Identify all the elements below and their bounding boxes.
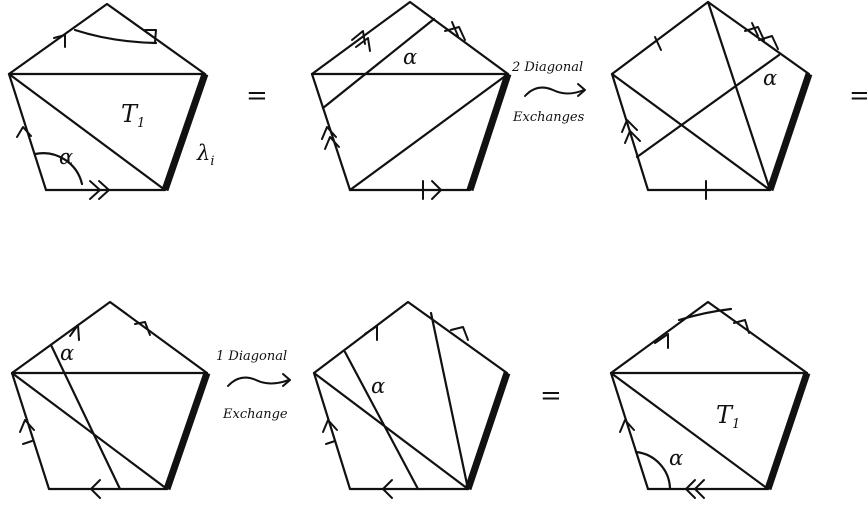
- pentagon-4: α: [10, 300, 211, 499]
- pentagon-5: α: [312, 300, 511, 499]
- alpha-label: α: [60, 341, 74, 365]
- equals-sign-2: =: [849, 81, 867, 111]
- t1-label: T1: [716, 401, 740, 432]
- alpha-label: α: [669, 446, 683, 470]
- pentagon-1: T1 α λi: [7, 2, 214, 200]
- alpha-label: α: [59, 145, 73, 169]
- equals-sign-3: =: [540, 381, 562, 411]
- arrow-label-top-line1: 2 Diagonal: [511, 60, 583, 75]
- pentagon-6: T1 α: [609, 300, 811, 499]
- lambda-label: λi: [196, 141, 214, 169]
- equals-sign-1: =: [246, 81, 268, 111]
- t1-label: T1: [121, 100, 145, 131]
- diagonal-exchange-arrow-bottom: 1 Diagonal Exchange: [216, 349, 291, 422]
- alpha-label: α: [763, 66, 777, 90]
- arrow-label-top-line2: Exchanges: [512, 110, 585, 125]
- diagonal-exchange-arrow-top: 2 Diagonal Exchanges: [511, 60, 586, 125]
- pentagon-2: α: [310, 0, 512, 200]
- pentagon-3: α: [610, 0, 813, 200]
- arrow-label-bottom-line2: Exchange: [222, 407, 288, 422]
- alpha-label: α: [371, 374, 385, 398]
- arrow-label-bottom-line1: 1 Diagonal: [216, 349, 287, 364]
- alpha-label: α: [403, 45, 417, 69]
